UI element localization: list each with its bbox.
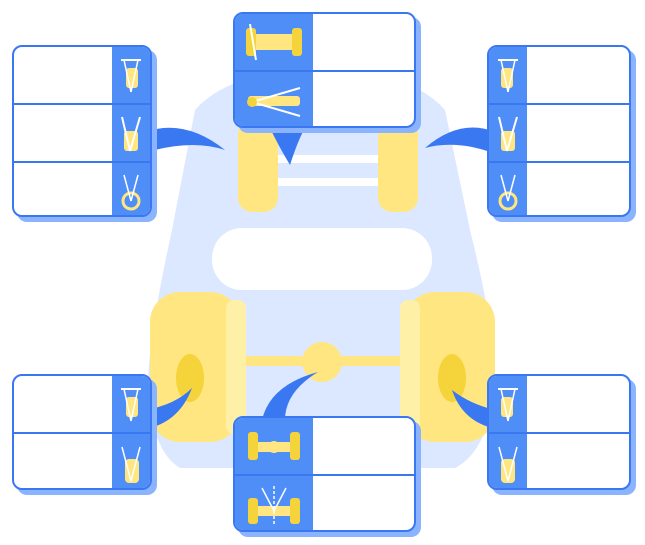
rear-right-value-2	[527, 434, 629, 488]
front-right-row-1[interactable]	[489, 47, 629, 103]
front-center-panel	[233, 12, 421, 133]
rear-right-row-1[interactable]	[489, 376, 629, 432]
wheel-camber-icon	[112, 376, 150, 432]
front-center-value-1	[315, 14, 414, 70]
front-axle-rear-bar	[255, 178, 395, 186]
rear-center-value-1	[315, 418, 414, 474]
front-left-value-3	[14, 163, 112, 215]
rear-right-wheel-rim	[400, 300, 420, 434]
wheel-camber-icon	[489, 376, 527, 432]
front-left-row-2[interactable]	[14, 103, 150, 163]
rear-center-value-2	[315, 476, 414, 530]
callout-tail-front-center	[270, 128, 305, 165]
rear-center-row-2[interactable]	[235, 474, 414, 530]
wheel-toe-icon	[112, 163, 150, 215]
wheel-toe-icon	[112, 434, 150, 488]
front-center-row-1[interactable]	[235, 14, 414, 70]
rear-right-hub	[438, 354, 466, 402]
front-left-row-3[interactable]	[14, 161, 150, 215]
front-center-value-2	[315, 72, 414, 126]
callout-tail-front-right	[425, 127, 495, 152]
rear-left-hub	[176, 354, 204, 402]
wheel-toe-icon	[489, 434, 527, 488]
front-right-row-2[interactable]	[489, 103, 629, 163]
front-axle	[255, 155, 395, 163]
front-axle-camber-icon	[235, 14, 313, 70]
rear-left-value-2	[14, 434, 112, 488]
rear-left-row-2[interactable]	[14, 432, 150, 488]
front-right-panel	[487, 45, 636, 222]
front-left-row-1[interactable]	[14, 47, 150, 103]
front-right-value-3	[527, 163, 629, 215]
rear-left-row-1[interactable]	[14, 376, 150, 432]
rear-right-row-2[interactable]	[489, 432, 629, 488]
rear-differential	[302, 342, 342, 382]
rear-right-panel	[487, 374, 636, 495]
windshield	[212, 228, 432, 290]
thrust-angle-icon	[235, 476, 313, 530]
rear-right-value-1	[527, 376, 629, 432]
front-right-wheel	[378, 120, 418, 212]
callout-tail-rear-center	[262, 372, 318, 420]
front-right-row-3[interactable]	[489, 161, 629, 215]
callout-tail-front-left	[145, 127, 225, 150]
wheel-camber-icon	[489, 47, 527, 103]
rear-center-panel	[233, 416, 421, 537]
rear-left-panel	[12, 374, 157, 495]
callout-tail-rear-right	[452, 390, 495, 428]
front-left-panel	[12, 45, 157, 222]
wheel-caster-icon	[489, 105, 527, 163]
front-right-value-1	[527, 47, 629, 103]
rear-left-value-1	[14, 376, 112, 432]
rear-left-wheel-rim	[226, 300, 246, 434]
rear-axle-camber-icon	[235, 418, 313, 474]
front-left-value-2	[14, 105, 112, 163]
front-center-row-2[interactable]	[235, 70, 414, 126]
wheel-toe-icon	[489, 163, 527, 215]
rear-center-row-1[interactable]	[235, 418, 414, 474]
wheel-camber-icon	[112, 47, 150, 103]
front-left-value-1	[14, 47, 112, 103]
wheel-caster-icon	[112, 105, 150, 163]
front-left-wheel	[238, 120, 278, 212]
front-right-value-2	[527, 105, 629, 163]
steering-linkage-icon	[235, 72, 313, 126]
